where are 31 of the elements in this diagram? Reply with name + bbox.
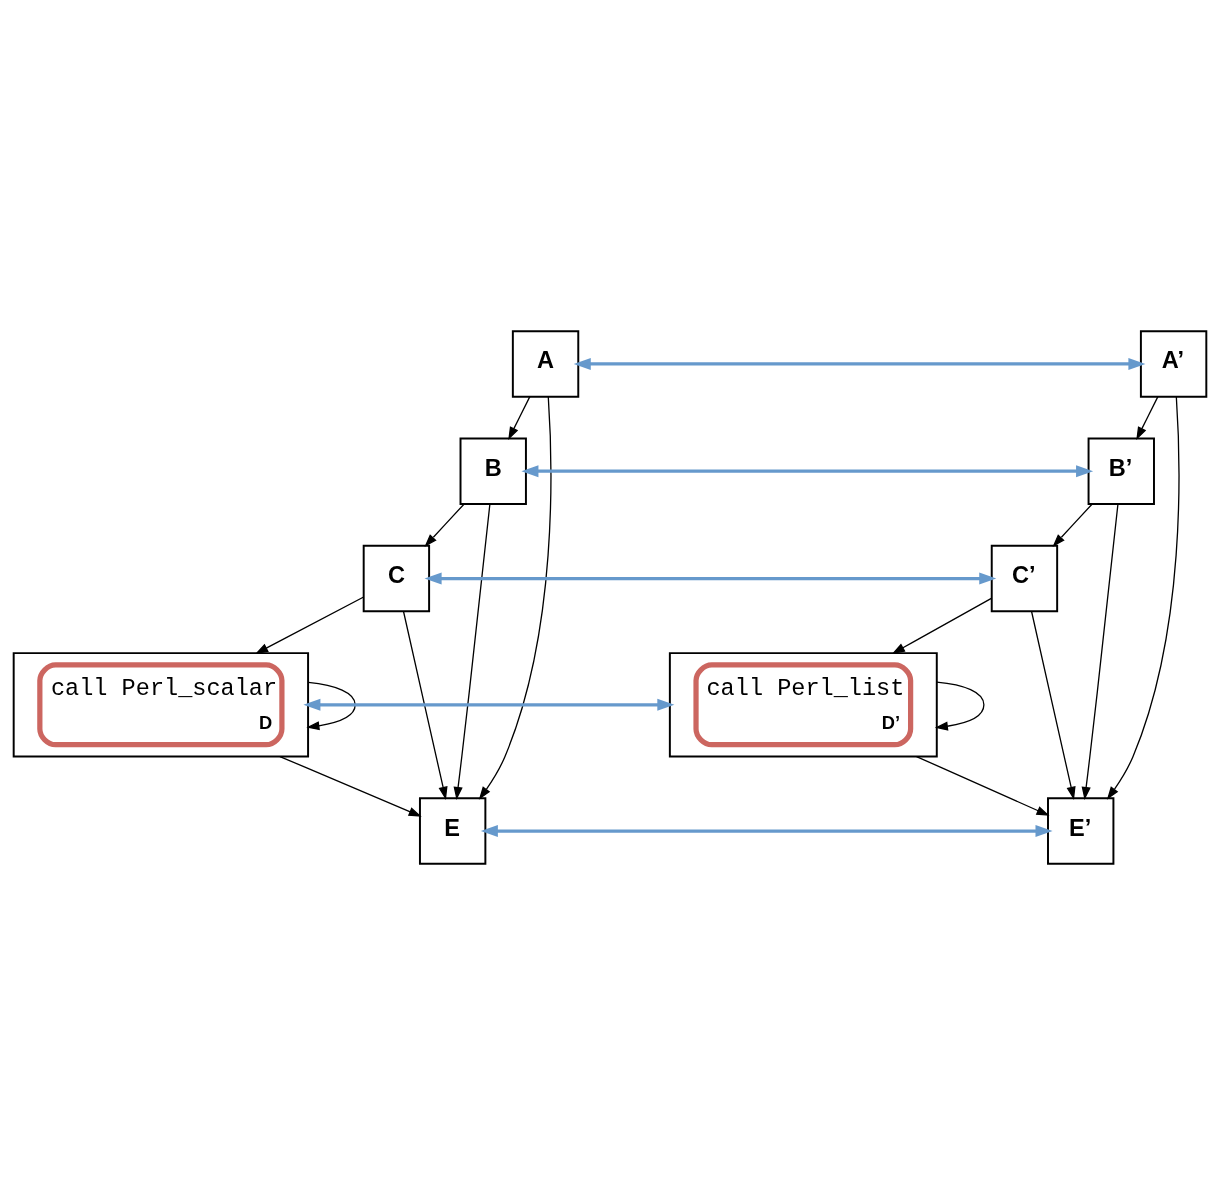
arrow [573, 357, 1146, 370]
arrow [303, 698, 675, 711]
node-box: A’ [1139, 330, 1208, 398]
arrow [1106, 396, 1180, 800]
node-box: C [362, 544, 431, 613]
arrow [306, 681, 356, 731]
arrow [480, 825, 1053, 838]
arrow [453, 503, 491, 800]
arrow [915, 755, 1050, 816]
arrow [508, 396, 531, 440]
arrow [1052, 503, 1093, 547]
node-box: call Perl_scalar D [12, 652, 310, 758]
node-box: E [418, 797, 487, 865]
arrow [402, 610, 448, 800]
node-box: B [459, 437, 527, 505]
node-box: A [511, 330, 580, 398]
arrow [478, 396, 552, 800]
arrow [521, 465, 1094, 478]
arrow [1081, 503, 1119, 800]
node-box: call Perl_list D’ [668, 652, 938, 758]
node-box: C’ [990, 544, 1059, 613]
arrow [934, 681, 985, 731]
arrow [1030, 610, 1076, 800]
node-box: E’ [1047, 797, 1115, 865]
arrow [255, 596, 365, 654]
arrow [279, 755, 422, 817]
arrow [891, 597, 992, 654]
arrow [424, 572, 997, 585]
arrow [1136, 396, 1159, 440]
arrow [424, 503, 465, 547]
node-box: B’ [1087, 437, 1155, 505]
